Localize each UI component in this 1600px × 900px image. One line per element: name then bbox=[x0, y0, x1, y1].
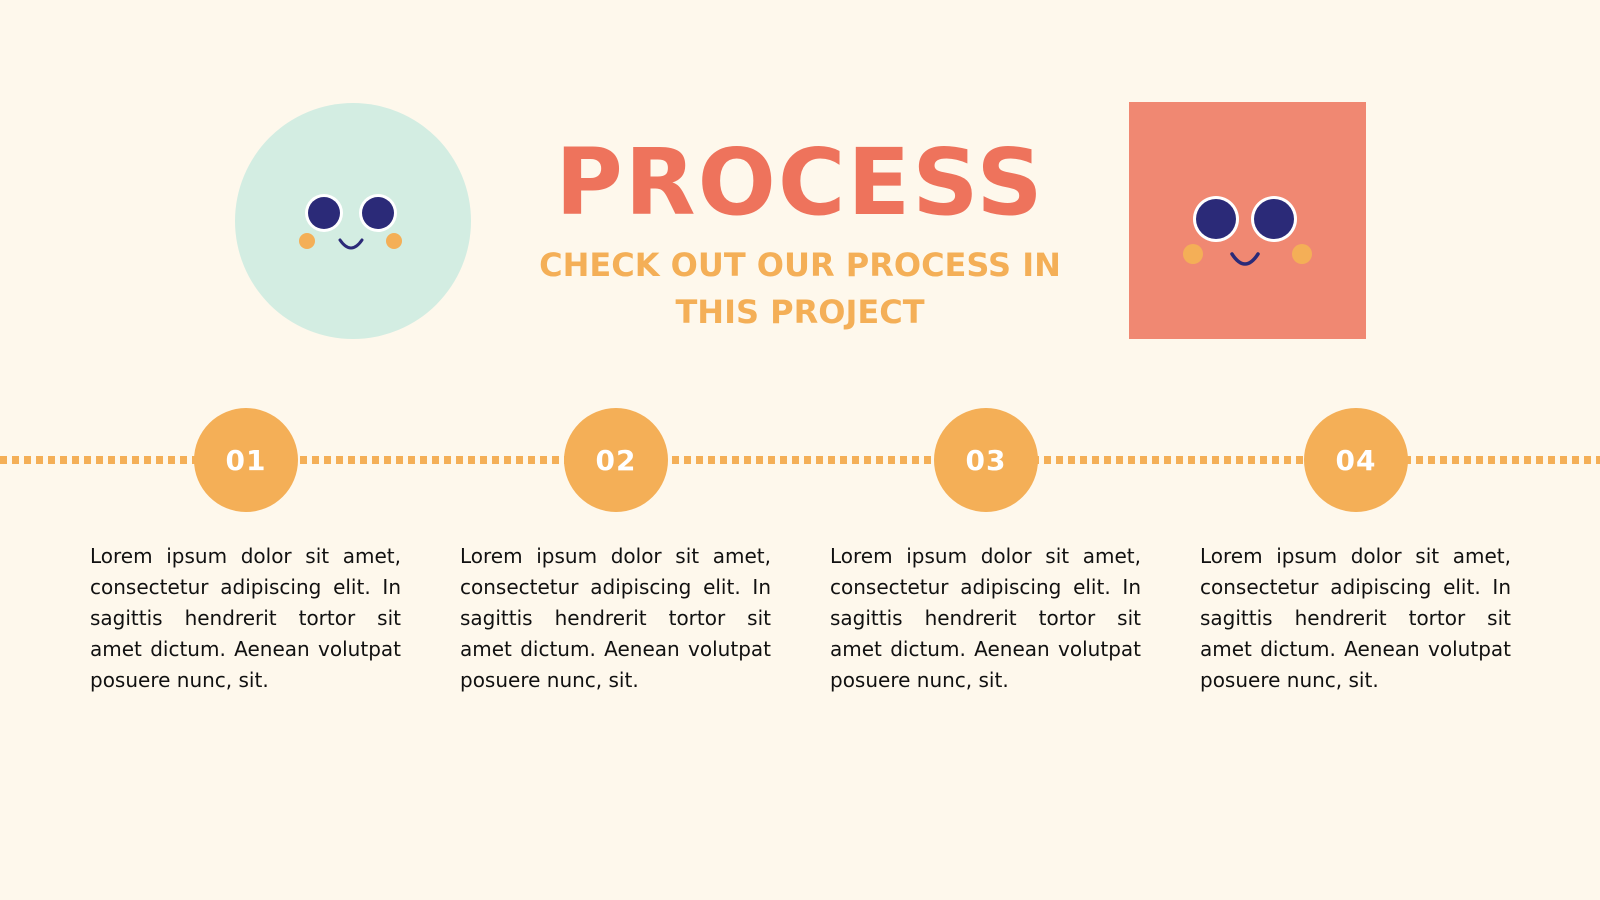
step-description-3: Lorem ipsum dolor sit amet, consectetur … bbox=[830, 544, 1141, 692]
step-circle-4: 04 bbox=[1304, 408, 1408, 512]
step-number: 02 bbox=[595, 443, 637, 477]
step-circle-1: 01 bbox=[194, 408, 298, 512]
step-number: 03 bbox=[965, 443, 1007, 477]
step-description-2: Lorem ipsum dolor sit amet, consectetur … bbox=[460, 544, 771, 692]
step-description-4: Lorem ipsum dolor sit amet, consectetur … bbox=[1200, 544, 1511, 692]
page-subtitle: CHECK OUT OUR PROCESS IN THIS PROJECT bbox=[539, 246, 1061, 331]
step-number: 04 bbox=[1335, 443, 1377, 477]
smiley-circle-icon bbox=[235, 103, 471, 339]
step-description-1: Lorem ipsum dolor sit amet, consectetur … bbox=[90, 544, 401, 692]
step-circle-2: 02 bbox=[564, 408, 668, 512]
step-number: 01 bbox=[225, 443, 267, 477]
smiley-square-icon bbox=[1129, 102, 1366, 339]
page-title: PROCESS bbox=[555, 129, 1045, 236]
step-circle-3: 03 bbox=[934, 408, 1038, 512]
